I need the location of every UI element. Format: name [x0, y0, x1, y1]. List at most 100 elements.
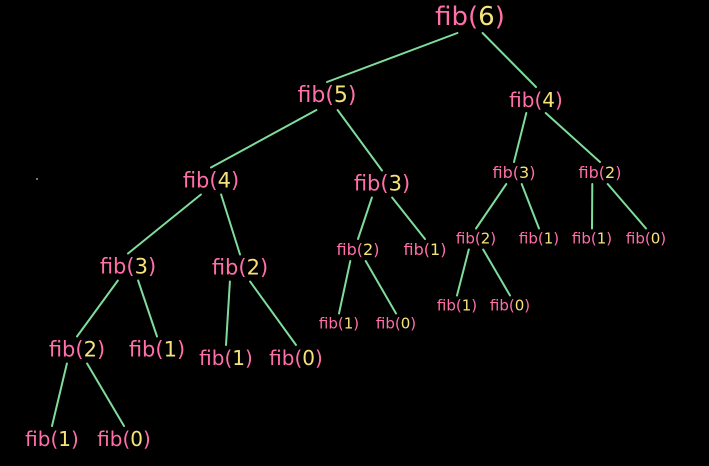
node-fib-3: fib(3) [492, 163, 536, 182]
node-fib-0: fib(0) [489, 296, 531, 315]
func-arg: 2 [246, 255, 260, 280]
func-arg: 1 [232, 346, 246, 370]
func-arg: 1 [543, 229, 554, 248]
func-name: fib [48, 337, 76, 362]
edge-n16-n24 [51, 362, 68, 427]
node-fib-1: fib(1) [571, 229, 613, 248]
func-name: fib [211, 255, 239, 280]
func-name: fib [297, 83, 326, 108]
edge-n7-n15 [606, 183, 647, 230]
func-arg: 3 [388, 171, 402, 196]
func-arg: 1 [596, 229, 607, 248]
node-fib-2: fib(2) [211, 255, 269, 280]
func-name: fib [99, 254, 127, 279]
node-fib-3: fib(3) [353, 171, 411, 196]
func-arg: 1 [430, 240, 441, 259]
func-arg: 2 [605, 163, 616, 182]
func-name: fib [97, 427, 123, 451]
func-arg: 4 [542, 88, 556, 112]
func-name: fib [25, 427, 51, 451]
func-name: fib [435, 2, 469, 32]
node-fib-1: fib(1) [318, 314, 360, 333]
node-fib-2: fib(2) [336, 240, 380, 259]
edge-n10-n20 [338, 260, 352, 315]
edge-n12-n23 [482, 248, 511, 297]
edge-n16-n25 [86, 362, 125, 427]
edge-n3-n7 [544, 112, 601, 163]
node-fib-3: fib(3) [99, 254, 157, 279]
func-name: fib [518, 229, 538, 248]
func-arg: 1 [163, 337, 177, 362]
edge-n6-n13 [520, 183, 540, 230]
node-fib-2: fib(2) [455, 229, 497, 248]
func-arg: 0 [514, 296, 525, 315]
node-fib-0: fib(0) [625, 229, 667, 248]
node-fib-4: fib(4) [182, 168, 240, 193]
edge-n5-n11 [391, 196, 426, 240]
edge-n12-n22 [456, 248, 470, 297]
edge-n10-n21 [364, 260, 397, 315]
func-arg: 0 [650, 229, 661, 248]
node-fib-1: fib(1) [436, 296, 478, 315]
node-fib-1: fib(1) [518, 229, 560, 248]
node-fib-2: fib(2) [48, 337, 106, 362]
func-name: fib [182, 168, 210, 193]
func-name: fib [199, 346, 225, 370]
func-name: fib [128, 337, 156, 362]
func-name: fib [492, 163, 513, 182]
func-arg: 0 [302, 346, 316, 370]
edge-n8-n16 [76, 279, 119, 338]
edge-n9-n18 [225, 280, 231, 346]
edge-n3-n6 [513, 112, 528, 163]
func-arg: 2 [363, 240, 374, 259]
edge-n8-n17 [137, 279, 158, 338]
edge-n2-n5 [336, 109, 383, 172]
func-name: fib [455, 229, 475, 248]
edge-n1-n2 [326, 32, 459, 83]
node-fib-6: fib(6) [435, 2, 505, 32]
func-arg: 2 [480, 229, 491, 248]
func-name: fib [489, 296, 509, 315]
func-arg: 1 [343, 314, 354, 333]
node-fib-4: fib(4) [509, 88, 563, 112]
func-arg: 1 [461, 296, 472, 315]
func-name: fib [269, 346, 295, 370]
node-fib-1: fib(1) [403, 240, 447, 259]
node-fib-1: fib(1) [199, 346, 253, 370]
edge-n6-n12 [475, 183, 508, 230]
func-name: fib [336, 240, 357, 259]
node-fib-1: fib(1) [25, 427, 79, 451]
func-arg: 1 [58, 427, 72, 451]
edge-n5-n10 [357, 196, 373, 240]
func-arg: 6 [478, 2, 495, 32]
func-arg: 4 [217, 168, 231, 193]
func-arg: 5 [333, 83, 348, 108]
node-fib-1: fib(1) [128, 337, 186, 362]
func-name: fib [353, 171, 381, 196]
node-fib-5: fib(5) [297, 83, 357, 108]
func-name: fib [375, 314, 395, 333]
node-fib-0: fib(0) [375, 314, 417, 333]
func-name: fib [318, 314, 338, 333]
func-name: fib [625, 229, 645, 248]
stray-dot [36, 178, 38, 180]
node-fib-2: fib(2) [578, 163, 622, 182]
edge-n4-n8 [127, 193, 202, 255]
edge-n1-n3 [481, 32, 537, 88]
func-arg: 2 [83, 337, 97, 362]
func-arg: 3 [134, 254, 148, 279]
edge-n4-n9 [220, 193, 241, 256]
edge-n2-n4 [210, 109, 318, 169]
func-name: fib [509, 88, 535, 112]
edge-n9-n19 [249, 280, 297, 346]
func-arg: 0 [130, 427, 144, 451]
func-arg: 0 [400, 314, 411, 333]
node-fib-0: fib(0) [97, 427, 151, 451]
func-arg: 3 [519, 163, 530, 182]
func-name: fib [578, 163, 599, 182]
func-name: fib [403, 240, 424, 259]
func-name: fib [436, 296, 456, 315]
func-name: fib [571, 229, 591, 248]
